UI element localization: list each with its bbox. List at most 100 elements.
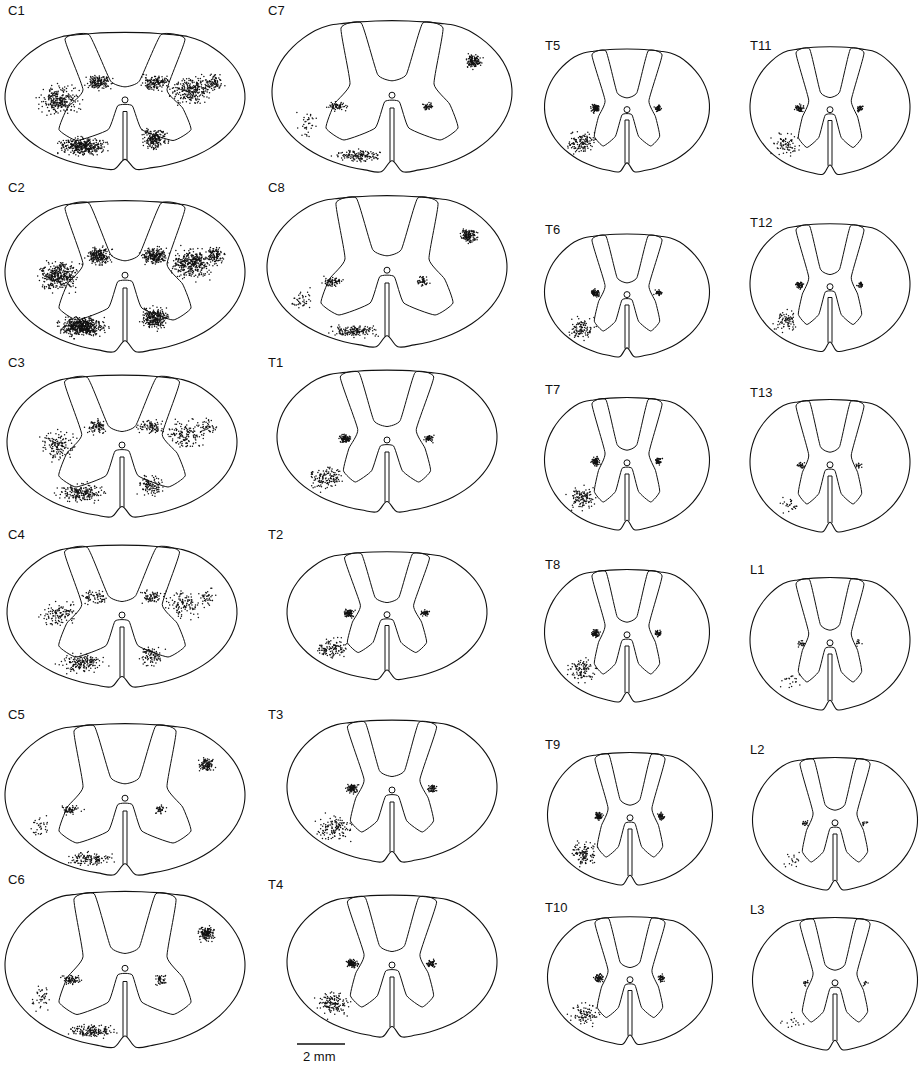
labelled-cell-dot <box>53 279 55 281</box>
labelled-cell-dot <box>80 136 82 138</box>
labelled-cell-dot <box>48 262 50 264</box>
labelled-cell-dot <box>177 92 179 94</box>
labelled-cell-dot <box>71 90 73 92</box>
labelled-cell-dot <box>89 146 91 148</box>
labelled-cell-dot <box>155 78 157 80</box>
labelled-cell-dot <box>94 138 96 140</box>
labelled-cell-dot <box>159 139 161 141</box>
labelled-cell-dot <box>192 248 194 250</box>
labelled-cell-dot <box>141 129 143 131</box>
labelled-cell-dot <box>147 129 149 131</box>
labelled-cell-dot <box>89 78 91 80</box>
labelled-cell-dot <box>46 114 48 116</box>
labelled-cell-dot <box>158 75 160 77</box>
labelled-cell-dot <box>167 142 169 144</box>
labelled-cell-dot <box>82 137 84 139</box>
labelled-cell-dot <box>183 78 185 80</box>
labelled-cell-dot <box>149 86 151 88</box>
labelled-cell-dot <box>56 104 58 106</box>
labelled-cell-dot <box>89 85 91 87</box>
labelled-cell-dot <box>55 261 57 263</box>
labelled-cell-dot <box>77 136 79 138</box>
labelled-cell-dot <box>65 287 67 289</box>
labelled-cell-dot <box>60 287 62 289</box>
labelled-cell-dot <box>215 86 217 88</box>
labelled-cell-dot <box>173 87 175 89</box>
labelled-cell-dot <box>83 144 85 146</box>
labelled-cell-dot <box>90 141 92 143</box>
labelled-cell-dot <box>145 132 147 134</box>
labelled-cell-dot <box>60 101 62 103</box>
labelled-cell-dot <box>63 277 65 279</box>
labelled-cell-dot <box>141 134 143 136</box>
labelled-cell-dot <box>166 85 168 87</box>
labelled-cell-dot <box>54 274 56 276</box>
labelled-cell-dot <box>144 141 146 143</box>
labelled-cell-dot <box>217 85 219 87</box>
labelled-cell-dot <box>62 104 64 106</box>
labelled-cell-dot <box>197 78 199 80</box>
labelled-cell-dot <box>201 74 203 76</box>
labelled-cell-dot <box>95 149 97 151</box>
labelled-cell-dot <box>78 146 80 148</box>
labelled-cell-dot <box>70 266 72 268</box>
labelled-cell-dot <box>103 149 105 151</box>
labelled-cell-dot <box>48 104 50 106</box>
labelled-cell-dot <box>57 279 59 281</box>
labelled-cell-dot <box>182 83 184 85</box>
labelled-cell-dot <box>64 110 66 112</box>
labelled-cell-dot <box>112 82 114 84</box>
labelled-cell-dot <box>53 265 55 267</box>
labelled-cell-dot <box>155 136 157 138</box>
labelled-cell-dot <box>164 142 166 144</box>
labelled-cell-dot <box>59 270 61 272</box>
labelled-cell-dot <box>101 146 103 148</box>
labelled-cell-dot <box>164 80 166 82</box>
labelled-cell-dot <box>78 108 80 110</box>
labelled-cell-dot <box>46 260 48 262</box>
labelled-cell-dot <box>75 291 77 293</box>
labelled-cell-dot <box>150 139 152 141</box>
labelled-cell-dot <box>52 96 54 98</box>
labelled-cell-dot <box>68 98 70 100</box>
labelled-cell-dot <box>53 109 55 111</box>
labelled-cell-dot <box>187 85 189 87</box>
labelled-cell-dot <box>48 95 50 97</box>
labelled-cell-dot <box>53 286 55 288</box>
labelled-cell-dot <box>207 81 209 83</box>
labelled-cell-dot <box>68 293 70 295</box>
labelled-cell-dot <box>50 104 52 106</box>
labelled-cell-dot <box>218 77 220 79</box>
labelled-cell-dot <box>72 279 74 281</box>
labelled-cell-dot <box>47 273 49 275</box>
labelled-cell-dot <box>220 85 222 87</box>
labelled-cell-dot <box>175 263 177 265</box>
labelled-cell-dot <box>51 285 53 287</box>
labelled-cell-dot <box>69 285 71 287</box>
labelled-cell-dot <box>52 107 54 109</box>
labelled-cell-dot <box>147 140 149 142</box>
labelled-cell-dot <box>197 96 199 98</box>
labelled-cell-dot <box>166 132 168 134</box>
labelled-cell-dot <box>208 256 210 258</box>
labelled-cell-dot <box>205 79 207 81</box>
labelled-cell-dot <box>146 142 148 144</box>
labelled-cell-dot <box>64 152 66 154</box>
labelled-cell-dot <box>154 148 156 150</box>
labelled-cell-dot <box>66 106 68 108</box>
labelled-cell-dot <box>152 82 154 84</box>
labelled-cell-dot <box>72 140 74 142</box>
labelled-cell-dot <box>51 105 53 107</box>
labelled-cell-dot <box>57 275 59 277</box>
labelled-cell-dot <box>76 94 78 96</box>
labelled-cell-dot <box>66 142 68 144</box>
labelled-cell-dot <box>157 77 159 79</box>
labelled-cell-dot <box>70 268 72 270</box>
labelled-cell-dot <box>147 131 149 133</box>
labelled-cell-dot <box>51 85 53 87</box>
labelled-cell-dot <box>44 275 46 277</box>
labelled-cell-dot <box>201 84 203 86</box>
labelled-cell-dot <box>64 89 66 91</box>
labelled-cell-dot <box>58 280 60 282</box>
labelled-cell-dot <box>62 94 64 96</box>
